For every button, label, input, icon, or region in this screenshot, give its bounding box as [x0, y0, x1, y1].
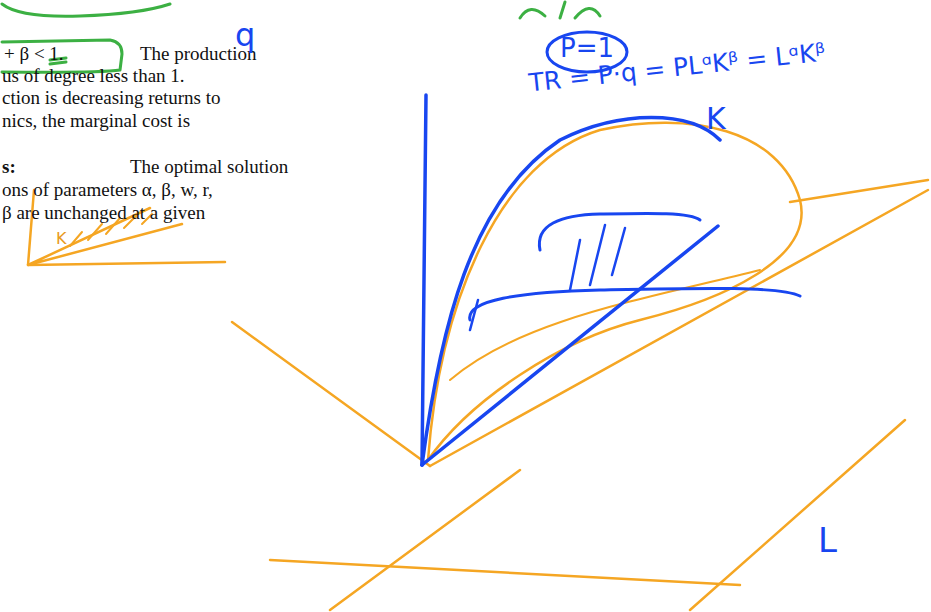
text-fragment: β are unchanged at a given [2, 203, 205, 224]
text-fragment: The optimal solution [130, 157, 288, 178]
plane-line [330, 470, 520, 610]
plane-line [430, 190, 928, 466]
orange-oval [428, 123, 802, 460]
price-note: P=1 [560, 34, 614, 63]
plane-line [232, 322, 430, 466]
small-axes [28, 190, 225, 265]
k-axis [422, 226, 718, 465]
text-fragment: s: [2, 157, 16, 178]
orange-curve [450, 270, 760, 380]
text-fragment: ons of parameters α, β, w, r, [2, 180, 213, 201]
axis-label: q [235, 18, 255, 53]
hatch [470, 225, 625, 330]
text-fragment: ction is decreasing returns to [2, 88, 220, 109]
level-curve [470, 288, 800, 320]
green-brace [2, 4, 170, 16]
axis-label: K [706, 102, 726, 135]
q-axis [422, 95, 426, 465]
axis-label: L [818, 522, 837, 559]
text-fragment: us of degree less than 1. [2, 66, 185, 87]
plane-line [270, 560, 740, 585]
plane-line [690, 420, 905, 610]
green-scribble [520, 2, 600, 18]
text-fragment: + β < 1. [4, 44, 64, 65]
text-fragment: nics, the marginal cost is [2, 111, 190, 132]
plane-line [790, 180, 928, 202]
axis-label: K [56, 230, 67, 248]
